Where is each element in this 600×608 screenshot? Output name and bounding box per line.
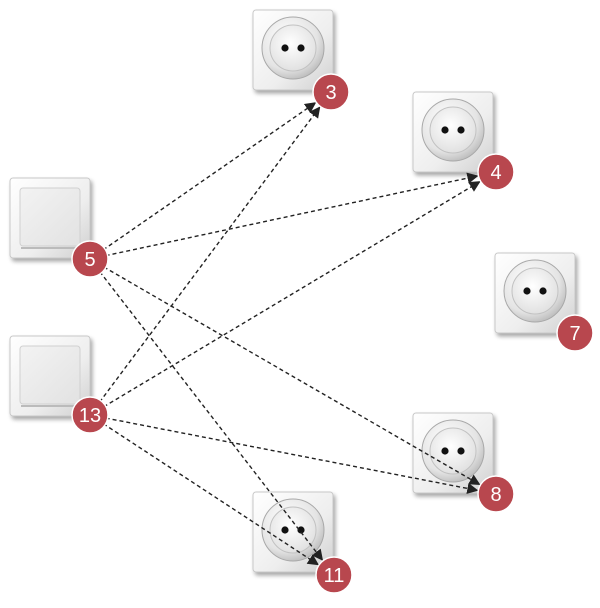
switches-badge-5: 5	[71, 240, 109, 278]
power-socket-icon	[412, 412, 494, 494]
badge-circle	[556, 314, 594, 352]
socket-hole	[297, 44, 305, 52]
connection-arrow-13-to-11	[102, 423, 320, 566]
power-socket-icon	[494, 252, 576, 334]
connection-arrow-5-to-4	[105, 172, 479, 257]
socket-face	[269, 24, 317, 72]
connection-arrow-5-to-11	[99, 271, 324, 561]
socket-hole	[539, 287, 547, 295]
connection-arrow-13-to-8	[105, 417, 479, 494]
light-switch-icon	[9, 177, 91, 259]
light-switch-icon	[9, 335, 91, 417]
badge-label: 7	[569, 323, 580, 345]
badge-circle	[315, 556, 353, 594]
sockets-badge-8: 8	[477, 475, 515, 513]
socket-face	[429, 427, 477, 475]
badge-label: 3	[325, 82, 336, 104]
badge-label: 4	[490, 162, 501, 184]
socket-face	[429, 106, 477, 154]
socket-hole	[523, 287, 531, 295]
power-socket-icon	[412, 91, 494, 173]
badge-label: 13	[79, 405, 101, 427]
power-socket-icon	[252, 491, 334, 573]
badge-label: 5	[84, 249, 95, 271]
socket-hole	[441, 447, 449, 455]
sockets-badge-4: 4	[477, 153, 515, 191]
devices-layer	[9, 9, 576, 573]
connection-arrow-5-to-8	[103, 266, 481, 486]
socket-hole	[297, 526, 305, 534]
badge-circle	[71, 240, 109, 278]
socket-face	[511, 267, 559, 315]
badge-label: 8	[490, 484, 501, 506]
socket-hole	[281, 526, 289, 534]
connections-layer	[99, 102, 481, 566]
sockets-badge-11: 11	[315, 556, 353, 594]
connection-arrow-13-to-3	[99, 106, 321, 403]
switch-rocker	[19, 345, 81, 405]
badges-layer: 5 13 3 4 7 8 11	[71, 73, 594, 594]
connection-arrow-5-to-3	[102, 102, 317, 251]
switch-rocker	[19, 187, 81, 247]
badge-circle	[71, 396, 109, 434]
badge-circle	[477, 153, 515, 191]
connection-arrow-13-to-4	[103, 181, 481, 408]
socket-hole	[441, 126, 449, 134]
sockets-badge-3: 3	[312, 73, 350, 111]
badge-label: 11	[324, 565, 345, 587]
socket-hole	[457, 126, 465, 134]
badge-circle	[312, 73, 350, 111]
badge-circle	[477, 475, 515, 513]
switches-badge-13: 13	[71, 396, 109, 434]
socket-hole	[457, 447, 465, 455]
power-socket-icon	[252, 9, 334, 91]
sockets-badge-7: 7	[556, 314, 594, 352]
socket-face	[269, 506, 317, 554]
socket-hole	[281, 44, 289, 52]
